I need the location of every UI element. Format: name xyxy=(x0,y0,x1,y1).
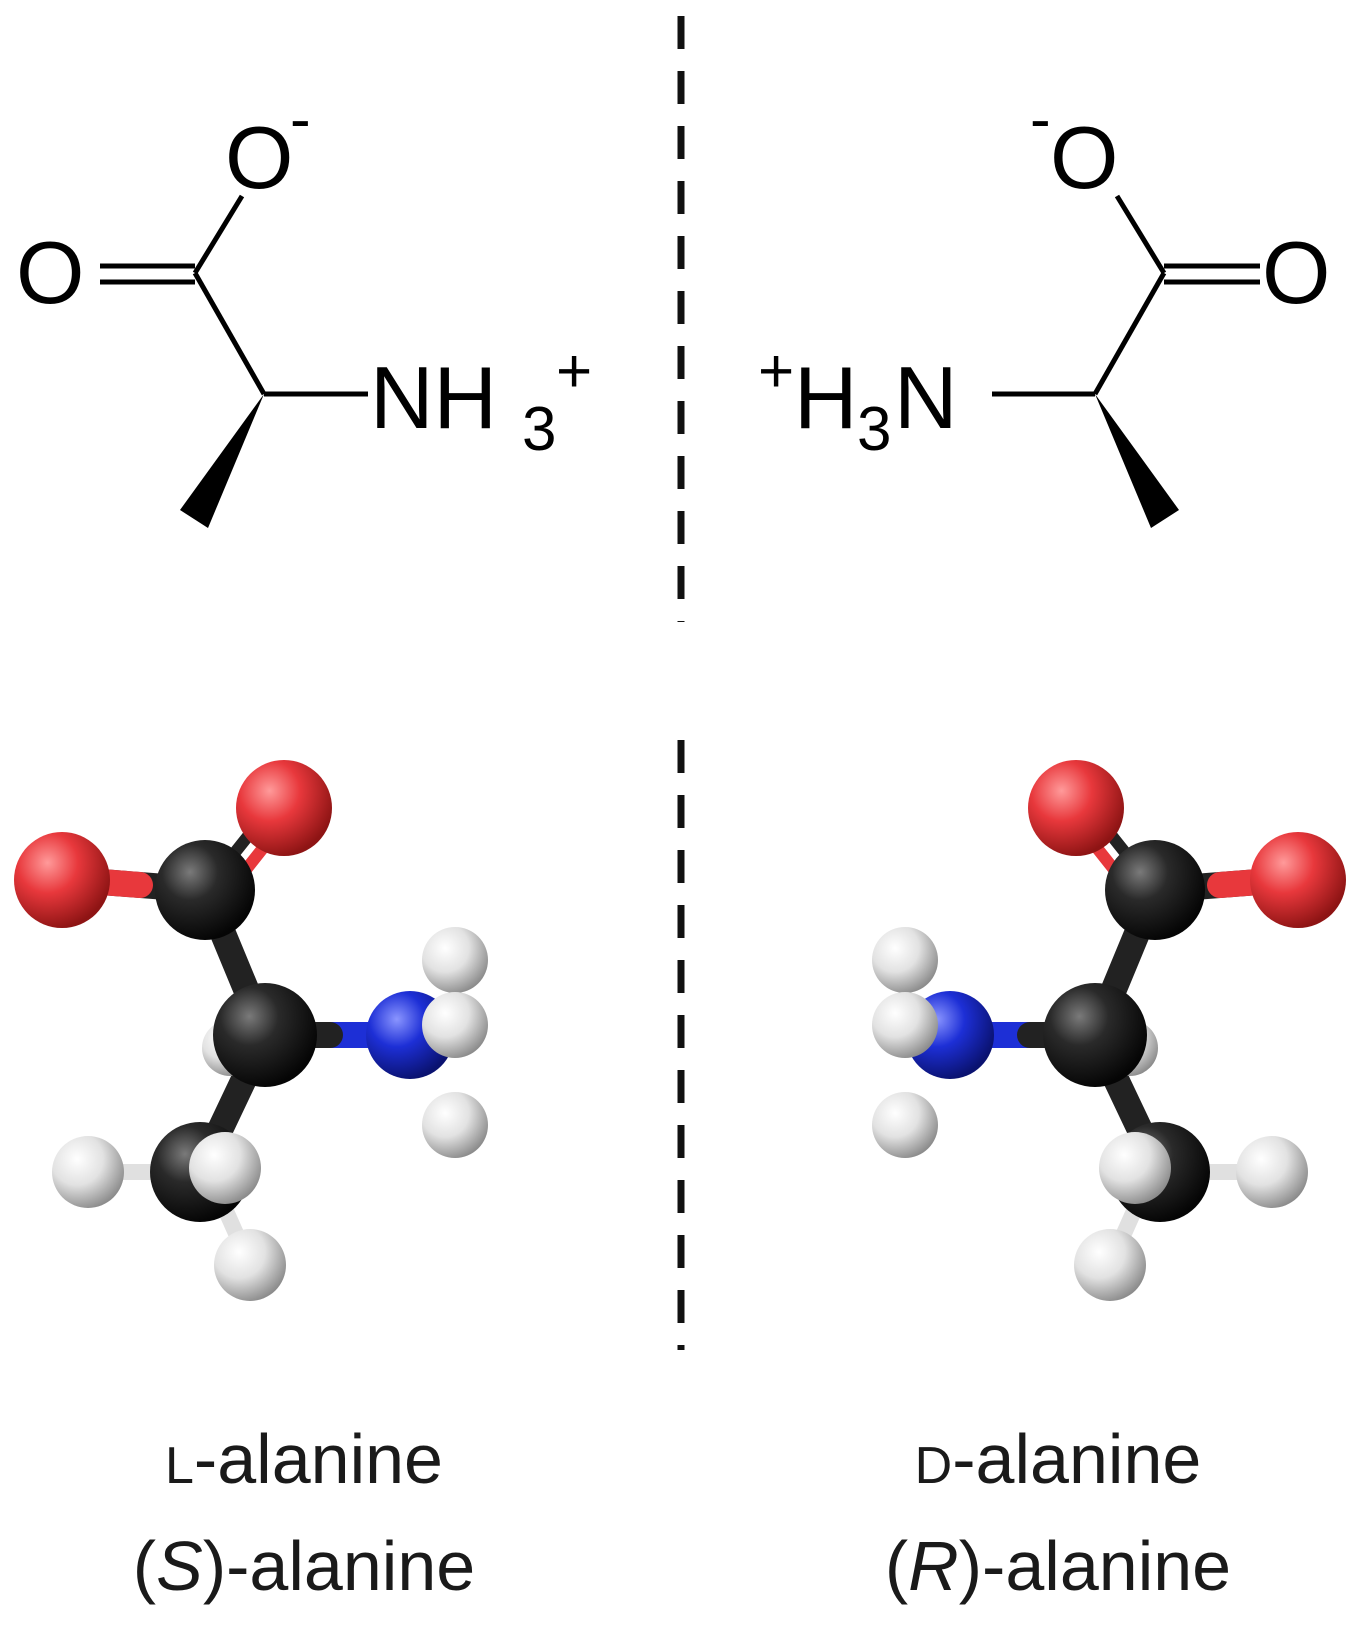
l-carbonyl-oxygen: O xyxy=(16,223,84,322)
l-open-paren: ( xyxy=(133,1527,156,1605)
d-alanine-ball-and-stick-model xyxy=(872,760,1346,1301)
hydrogen-atom-methyl-1 xyxy=(52,1136,124,1208)
carbon-atom-alpha xyxy=(213,983,317,1087)
l-carboxylate-oxygen: O xyxy=(225,108,293,207)
d-oxygen-charge: - xyxy=(1030,85,1051,154)
hydrogen-atom-n1 xyxy=(872,927,938,993)
oxygen-atom-carboxylate xyxy=(1250,832,1346,928)
d-carbonyl-oxygen: O xyxy=(1262,223,1330,322)
l-prefix-smallcaps: L xyxy=(165,1437,194,1495)
carbon-atom-carboxyl xyxy=(155,840,255,940)
l-alanine-skeletal-formula: O O - NH 3 + xyxy=(16,85,592,528)
oxygen-atom-carboxylate xyxy=(14,832,110,928)
hydrogen-atom-methyl-3 xyxy=(214,1229,286,1301)
oxygen-atom-carbonyl xyxy=(236,760,332,856)
d-configuration: R xyxy=(908,1527,959,1605)
hydrogen-atom-n2 xyxy=(872,992,938,1058)
d-open-paren: ( xyxy=(885,1527,908,1605)
d-alanine-skeletal-formula: O - O + H 3 N xyxy=(758,85,1330,528)
hydrogen-atom-n3 xyxy=(872,1092,938,1158)
d-name-line2: (R)-alanine xyxy=(885,1527,1231,1605)
bond-c-calpha xyxy=(192,271,267,396)
d-amino-subscript: 3 xyxy=(857,395,891,464)
hydrogen-atom-n3 xyxy=(422,1092,488,1158)
wedge-bond-methyl xyxy=(180,394,264,528)
l-name-line2: (S)-alanine xyxy=(133,1527,475,1605)
hydrogen-atom-methyl-2 xyxy=(1099,1132,1171,1204)
d-name-suffix: -alanine xyxy=(952,1420,1201,1498)
d-prefix-smallcaps: D xyxy=(915,1437,953,1495)
l-configuration: S xyxy=(156,1527,203,1605)
d-amino-charge: + xyxy=(758,337,794,406)
d-alanine-caption: D-alanine (R)-alanine xyxy=(885,1420,1231,1605)
l-alanine-ball-and-stick-model xyxy=(14,760,488,1301)
hydrogen-atom-methyl-1 xyxy=(1236,1136,1308,1208)
l-alanine-caption: L-alanine (S)-alanine xyxy=(133,1420,475,1605)
oxygen-atom-carbonyl xyxy=(1028,760,1124,856)
bond-c-calpha xyxy=(1092,271,1167,396)
bond-c-o-single xyxy=(192,194,245,275)
l-name-line1: L-alanine xyxy=(165,1420,443,1498)
d-name2-suffix: )-alanine xyxy=(959,1527,1231,1605)
l-oxygen-charge: - xyxy=(290,85,311,154)
carbon-atom-carboxyl xyxy=(1105,840,1205,940)
d-amino-label-n: N xyxy=(894,348,958,447)
l-amino-charge: + xyxy=(556,337,592,406)
bond-c-o-single xyxy=(1114,194,1167,275)
d-carboxylate-oxygen: O xyxy=(1050,108,1118,207)
hydrogen-atom-methyl-3 xyxy=(1074,1229,1146,1301)
wedge-bond-methyl xyxy=(1095,394,1179,528)
d-name-line1: D-alanine xyxy=(915,1420,1202,1498)
carbon-atom-alpha xyxy=(1043,983,1147,1087)
hydrogen-atom-n1 xyxy=(422,927,488,993)
d-amino-label-h: H xyxy=(794,348,858,447)
l-amino-subscript: 3 xyxy=(522,395,556,464)
hydrogen-atom-methyl-2 xyxy=(189,1132,261,1204)
l-name-suffix: -alanine xyxy=(194,1420,443,1498)
hydrogen-atom-n2 xyxy=(422,992,488,1058)
l-amino-label: NH xyxy=(370,348,497,447)
l-name2-suffix: )-alanine xyxy=(203,1527,475,1605)
